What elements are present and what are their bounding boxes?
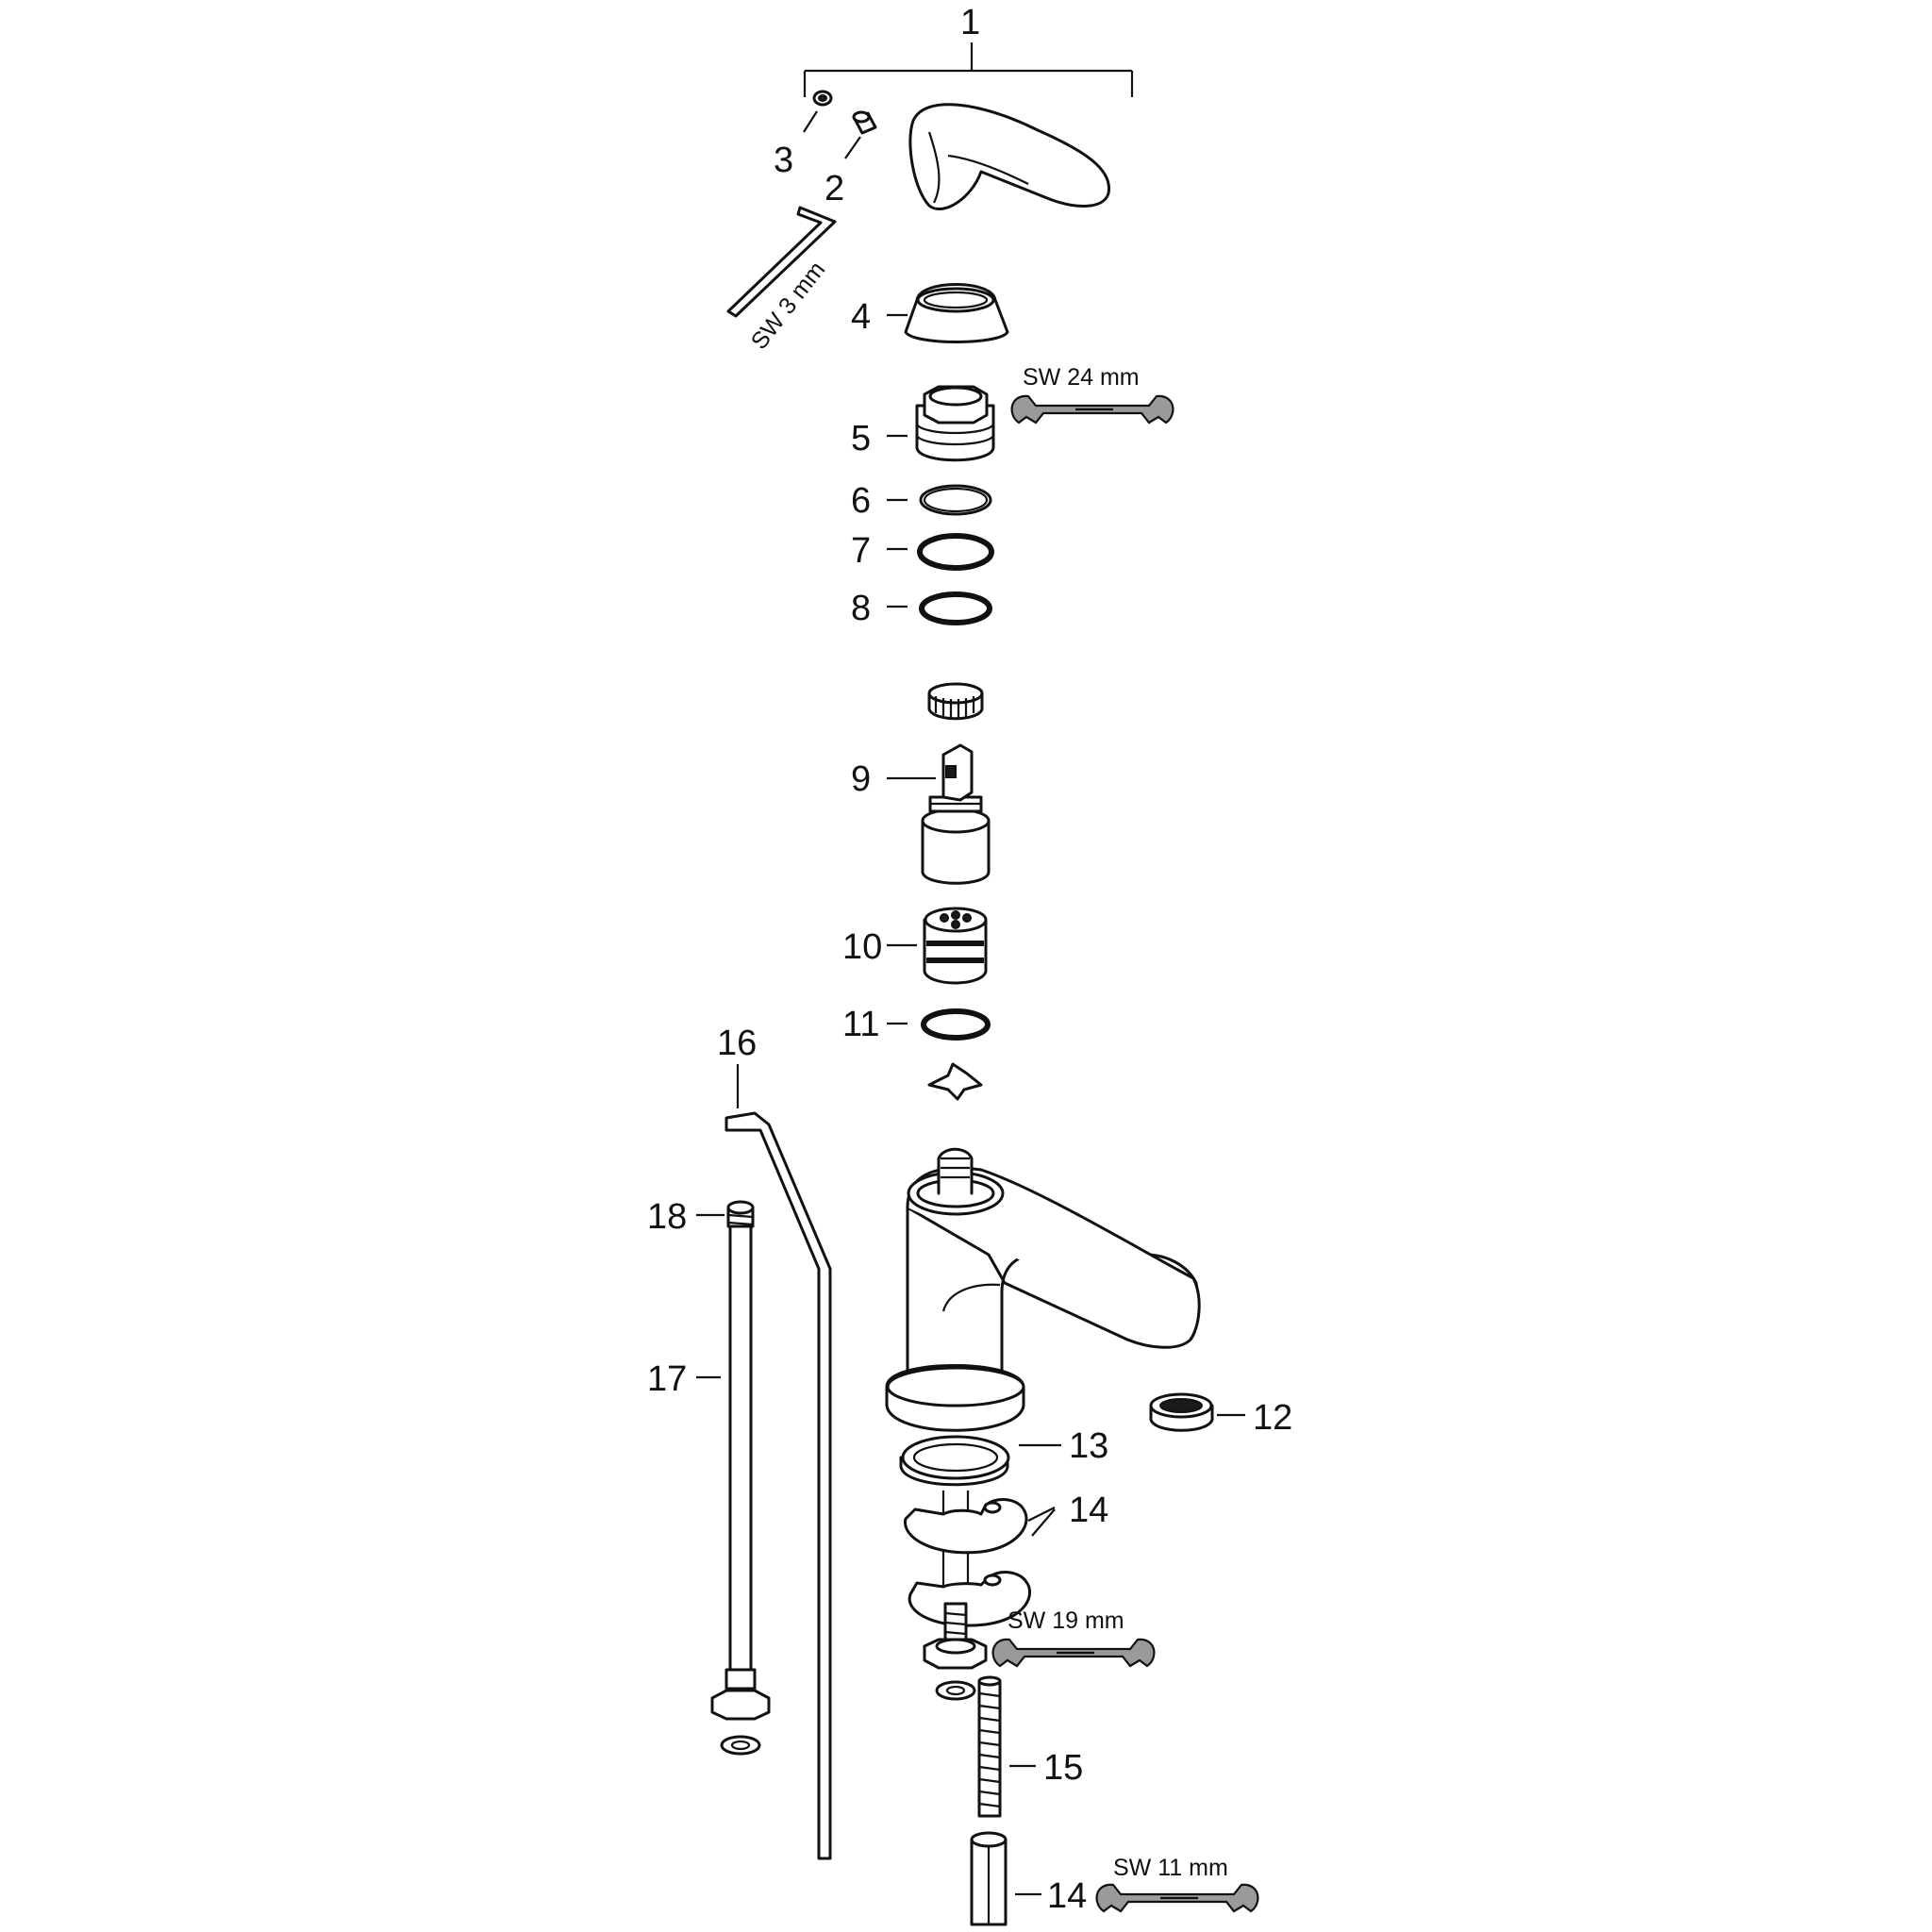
stud-and-nut xyxy=(923,1602,988,1701)
part-9-cartridge xyxy=(887,743,991,885)
label-6: 6 xyxy=(851,481,871,521)
part-17-supply-hose xyxy=(696,1224,771,1756)
part-10-thermo-element xyxy=(887,907,988,985)
part-3-screw xyxy=(803,90,833,133)
label-13: 13 xyxy=(1069,1426,1108,1466)
allen-key-size-label: SW 3 mm xyxy=(746,257,831,355)
part-1-bracket xyxy=(803,42,1134,97)
wrench-11-size-label: SW 11 mm xyxy=(1113,1855,1228,1881)
allen-key-tool xyxy=(726,206,837,318)
label-8: 8 xyxy=(851,589,871,628)
label-18: 18 xyxy=(647,1197,687,1237)
cross-piece xyxy=(927,1062,983,1101)
label-1: 1 xyxy=(960,3,980,42)
part-12-aerator xyxy=(1149,1392,1245,1432)
label-9: 9 xyxy=(851,759,871,799)
part-14-hex-spacer xyxy=(970,1831,1041,1926)
part-7-o-ring xyxy=(887,533,994,571)
wrench-24-size-label: SW 24 mm xyxy=(1023,364,1140,391)
part-18-hose-connector xyxy=(696,1200,755,1228)
part-15-threaded-rod xyxy=(977,1675,1036,1818)
part-5-cartridge-nut xyxy=(887,385,995,462)
label-11: 11 xyxy=(842,1005,879,1044)
label-15: 15 xyxy=(1043,1748,1083,1788)
label-7: 7 xyxy=(851,531,871,571)
label-3: 3 xyxy=(774,141,793,180)
part-4-cover-cap xyxy=(887,283,1009,343)
part-2-screw xyxy=(844,110,877,159)
label-12: 12 xyxy=(1253,1398,1292,1438)
label-17: 17 xyxy=(647,1359,687,1399)
label-10: 10 xyxy=(842,927,882,967)
part-14-mounting-plates xyxy=(904,1491,1056,1627)
part-11-o-ring xyxy=(887,1008,991,1041)
wrench-19-size-label: SW 19 mm xyxy=(1008,1607,1124,1634)
label-14b: 14 xyxy=(1047,1876,1087,1916)
part-6-o-ring xyxy=(887,484,992,516)
handle-lever xyxy=(908,103,1111,211)
label-2: 2 xyxy=(824,169,844,208)
label-5: 5 xyxy=(851,419,871,458)
label-16: 16 xyxy=(717,1024,757,1063)
part-16-pop-up-rod xyxy=(724,1064,832,1860)
wrench-11-tool xyxy=(1095,1883,1259,1913)
faucet-body xyxy=(885,1147,1201,1432)
wrench-24-tool xyxy=(1010,394,1174,425)
wrench-19-tool xyxy=(991,1638,1156,1668)
part-8-o-ring xyxy=(887,591,992,625)
label-14a: 14 xyxy=(1069,1491,1108,1530)
adapter-ring xyxy=(927,682,984,721)
part-13-gasket xyxy=(899,1435,1061,1487)
label-4: 4 xyxy=(851,297,871,337)
